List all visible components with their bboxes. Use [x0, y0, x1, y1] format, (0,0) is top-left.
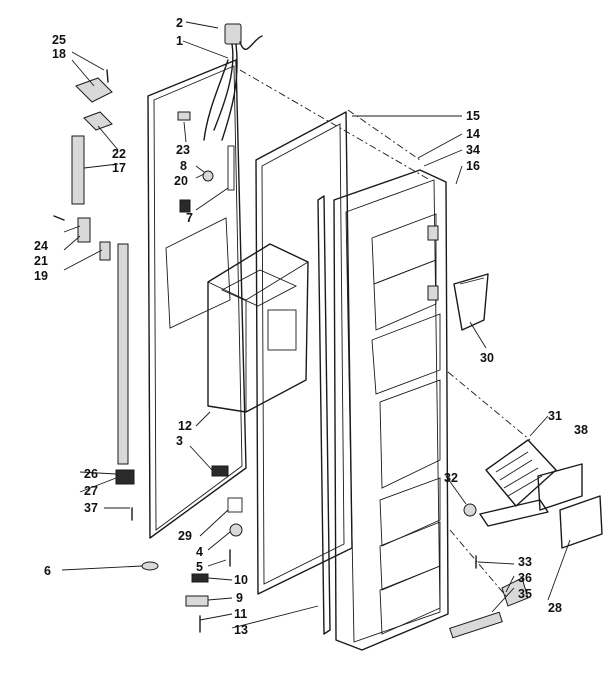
dispenser-housing	[207, 243, 309, 413]
callout-35: 35	[518, 587, 532, 601]
small-fasteners	[185, 573, 209, 633]
callout-38: 38	[574, 423, 588, 437]
callout-8: 8	[180, 159, 187, 173]
callout-34: 34	[466, 143, 480, 157]
callout-37: 37	[84, 501, 98, 515]
callout-21: 21	[34, 254, 48, 268]
bracket-21	[77, 217, 91, 243]
callout-2: 2	[176, 16, 183, 30]
insulation-sheet	[165, 217, 231, 329]
heater-assembly	[479, 439, 557, 527]
callout-12: 12	[178, 419, 192, 433]
hinge-block-27	[115, 469, 135, 485]
callout-22: 22	[112, 147, 126, 161]
callout-15: 15	[466, 109, 480, 123]
tube-7	[227, 145, 235, 191]
callout-9: 9	[236, 591, 243, 605]
callout-4: 4	[196, 545, 203, 559]
callout-11: 11	[234, 607, 247, 621]
callout-31: 31	[548, 409, 562, 423]
callout-24: 24	[34, 239, 48, 253]
callout-17: 17	[112, 161, 126, 175]
gasket-strip	[317, 195, 331, 635]
wiring-harness	[203, 23, 263, 141]
bracket-19	[99, 241, 111, 261]
callout-7: 7	[186, 211, 193, 225]
clip-23	[177, 111, 191, 121]
callout-18: 18	[52, 47, 66, 61]
callout-20: 20	[174, 174, 188, 188]
leader-lines	[61, 21, 571, 629]
callout-13: 13	[234, 623, 248, 637]
callout-29: 29	[178, 529, 192, 543]
trim-panels	[537, 463, 603, 549]
upper-hinge-parts	[71, 69, 113, 205]
door-gasket	[255, 111, 353, 595]
callout-5: 5	[196, 560, 203, 574]
callout-30: 30	[480, 351, 494, 365]
door-trim	[117, 243, 129, 465]
callout-labels: 2 1 25 18 22 17 23 8 20 7 24 21 19 12 3 …	[34, 16, 588, 637]
callout-23: 23	[176, 143, 190, 157]
outer-door-panel	[147, 59, 247, 539]
callout-14: 14	[466, 127, 480, 141]
callout-19: 19	[34, 269, 48, 283]
callout-36: 36	[518, 571, 532, 585]
lower-hinge-parts	[53, 215, 135, 521]
callout-27: 27	[84, 484, 98, 498]
panel-small-parts	[177, 111, 235, 213]
grommet-8	[202, 170, 214, 182]
callout-10: 10	[234, 573, 248, 587]
bottom-panel-parts	[141, 465, 243, 571]
callout-25: 25	[52, 33, 66, 47]
callout-32: 32	[444, 471, 458, 485]
callout-16: 16	[466, 159, 480, 173]
callout-3: 3	[176, 434, 183, 448]
block-20	[179, 199, 191, 213]
callout-33: 33	[518, 555, 532, 569]
lower-right-parts	[449, 503, 529, 639]
callout-6: 6	[44, 564, 51, 578]
ice-chute	[453, 273, 489, 331]
hinge-bar-17	[71, 135, 85, 205]
assembly-lines	[239, 69, 531, 597]
door-liner	[333, 169, 449, 651]
callout-28: 28	[548, 601, 562, 615]
callout-26: 26	[84, 467, 98, 481]
callout-1: 1	[176, 34, 183, 48]
